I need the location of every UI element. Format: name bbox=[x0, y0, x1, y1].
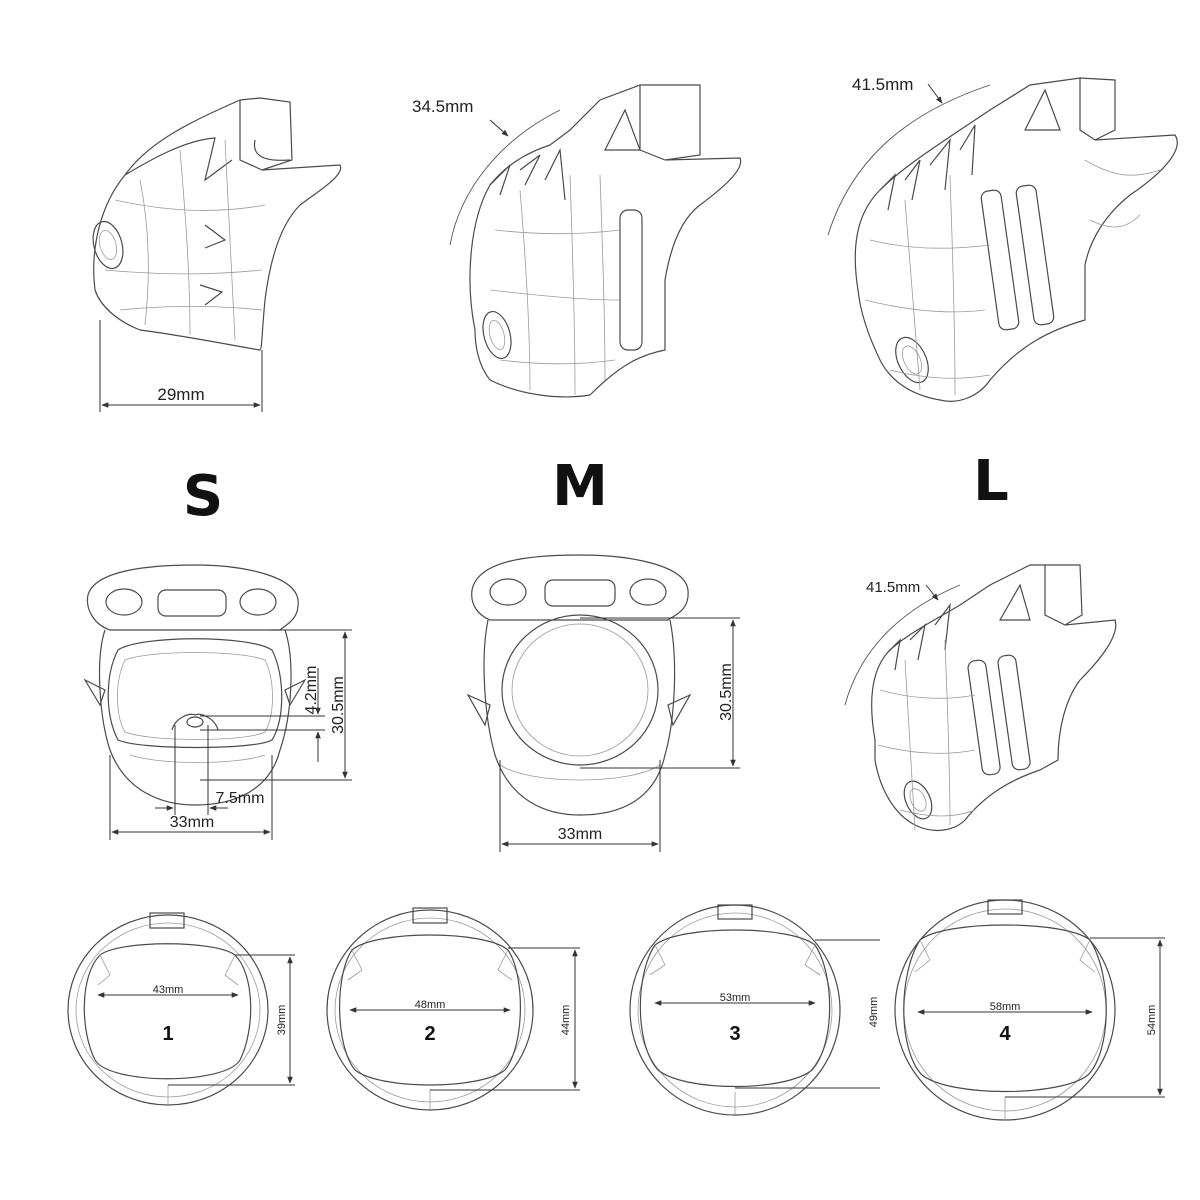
ring-2: 48mm 2 44mm bbox=[326, 907, 580, 1111]
ring-2-number: 2 bbox=[424, 1023, 435, 1045]
ring-3-number: 3 bbox=[729, 1023, 740, 1045]
m-front-view: 30.5mm 33mm bbox=[466, 554, 740, 852]
s-front-height-label: 30.5mm bbox=[330, 676, 347, 734]
ring-1-width-label: 43mm bbox=[153, 984, 184, 996]
s-front-view: 30.5mm 4.2mm 7.5mm 33mm bbox=[83, 564, 352, 840]
m-front-height-label: 30.5mm bbox=[718, 663, 735, 721]
ring-2-width-label: 48mm bbox=[415, 999, 446, 1011]
l-side-view-bottom: 41.5mm bbox=[844, 564, 1117, 832]
s-side-width-label: 29mm bbox=[157, 385, 204, 404]
ring-1-number: 1 bbox=[162, 1023, 173, 1045]
ring-1-height-label: 39mm bbox=[276, 1005, 288, 1036]
l-side-view-top: 41.5mm bbox=[827, 75, 1178, 402]
s-side-view: 29mm bbox=[92, 97, 342, 412]
l-curve-length-bottom-label: 41.5mm bbox=[866, 579, 920, 596]
m-curve-length-label: 34.5mm bbox=[412, 97, 473, 116]
ring-3: 53mm 3 49mm bbox=[629, 904, 880, 1116]
ring-4-number: 4 bbox=[999, 1023, 1011, 1045]
ring-3-width-label: 53mm bbox=[720, 992, 751, 1004]
s-hole-height-label: 4.2mm bbox=[303, 666, 320, 715]
ring-4: 58mm 4 54mm bbox=[894, 899, 1165, 1121]
size-label-m: M bbox=[552, 454, 608, 519]
size-label-l: L bbox=[973, 449, 1009, 514]
ring-1: 43mm 1 39mm bbox=[67, 912, 295, 1106]
size-label-s: S bbox=[183, 464, 223, 529]
s-front-width-label: 33mm bbox=[170, 814, 214, 831]
s-hole-width-label: 7.5mm bbox=[216, 790, 265, 807]
ring-3-height-label: 49mm bbox=[868, 997, 880, 1028]
ring-4-height-label: 54mm bbox=[1146, 1005, 1158, 1036]
ring-2-height-label: 44mm bbox=[560, 1005, 572, 1036]
l-curve-length-top-label: 41.5mm bbox=[852, 75, 913, 94]
m-side-view: 34.5mm bbox=[412, 84, 742, 398]
m-front-width-label: 33mm bbox=[558, 826, 602, 843]
ring-4-width-label: 58mm bbox=[990, 1001, 1021, 1013]
